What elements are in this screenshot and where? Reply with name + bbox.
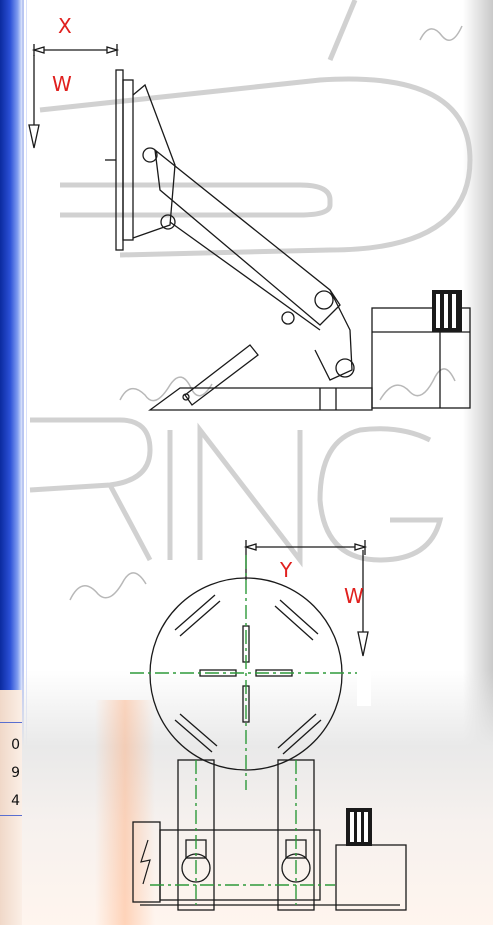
motor-icon xyxy=(432,290,462,332)
dimension-label-y: Y xyxy=(280,558,293,582)
dimension-label-x: X xyxy=(58,14,72,38)
sidebar-strip-lower xyxy=(0,690,22,925)
load-label-w-top: W xyxy=(52,72,72,96)
side-table-value-2: 9 xyxy=(11,765,20,781)
side-table-rule-top xyxy=(0,722,22,723)
orange-streak xyxy=(95,700,155,925)
watermark-logo xyxy=(29,0,473,568)
side-table-rule-bottom xyxy=(0,815,22,816)
bottom-glow xyxy=(22,670,493,925)
load-label-w-bottom: W xyxy=(344,584,364,608)
bottom-front-elevation xyxy=(132,540,407,911)
centerlines xyxy=(130,555,358,905)
sidebar-divider xyxy=(22,0,24,925)
lightning-icon xyxy=(140,839,151,885)
white-block xyxy=(357,664,371,706)
motor-icon xyxy=(346,808,372,846)
sidebar-divider-inner xyxy=(26,0,27,925)
side-table-value-3: 4 xyxy=(11,793,20,809)
top-side-elevation xyxy=(28,44,471,411)
watermark-signature xyxy=(69,25,463,601)
side-table-value-1: 0 xyxy=(11,737,20,753)
